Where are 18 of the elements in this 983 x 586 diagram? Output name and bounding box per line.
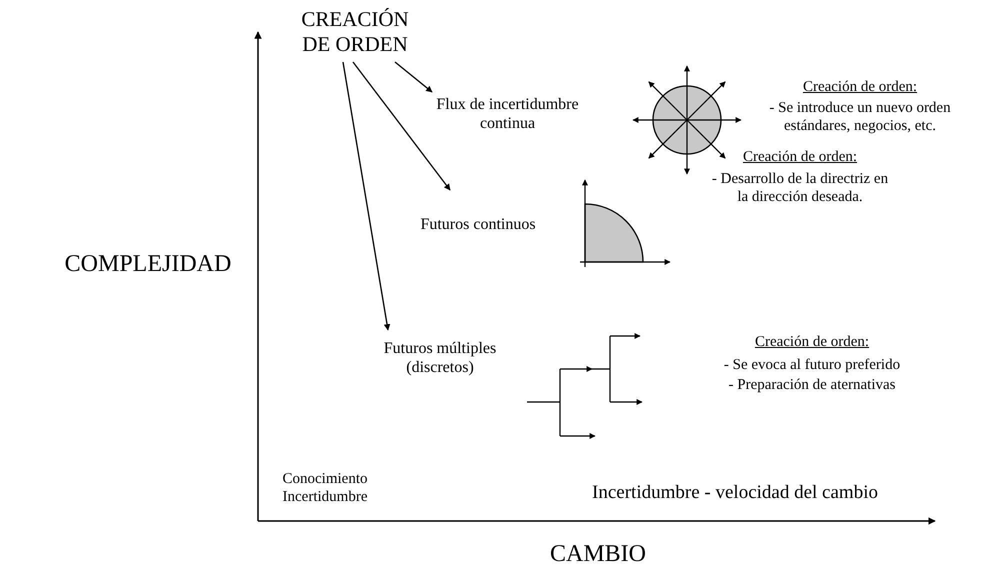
note-text: - Se evoca al futuro preferido <box>722 356 902 374</box>
note-heading: Creación de orden: <box>742 148 858 166</box>
concept-label: Futuros continuos <box>408 190 548 260</box>
note-text: - Se introduce un nuevo orden estándares, negocios, etc. <box>768 99 952 135</box>
axis-caption: Conocimiento Incertidumbre <box>282 470 368 506</box>
heading-label: CREACIÓN DE ORDEN <box>292 2 418 62</box>
arrow <box>394 62 432 92</box>
concept-label: Flux de incertidumbre continua <box>425 92 590 136</box>
concept-label: Futuros múltiples (discretos) <box>360 330 520 386</box>
axis-title: COMPLEJIDAD <box>64 250 232 279</box>
note-heading: Creación de orden: <box>802 78 918 96</box>
arrow <box>342 62 390 331</box>
axis-caption: Incertidumbre - velocidad del cambio <box>591 482 879 505</box>
arrow <box>352 62 451 191</box>
note-text: - Desarrollo de la directriz en la dirección deseada. <box>710 170 890 206</box>
note-text: - Preparación de aternativas <box>728 376 896 394</box>
note-heading: Creación de orden: <box>754 333 870 351</box>
axis-title: CAMBIO <box>548 540 647 569</box>
